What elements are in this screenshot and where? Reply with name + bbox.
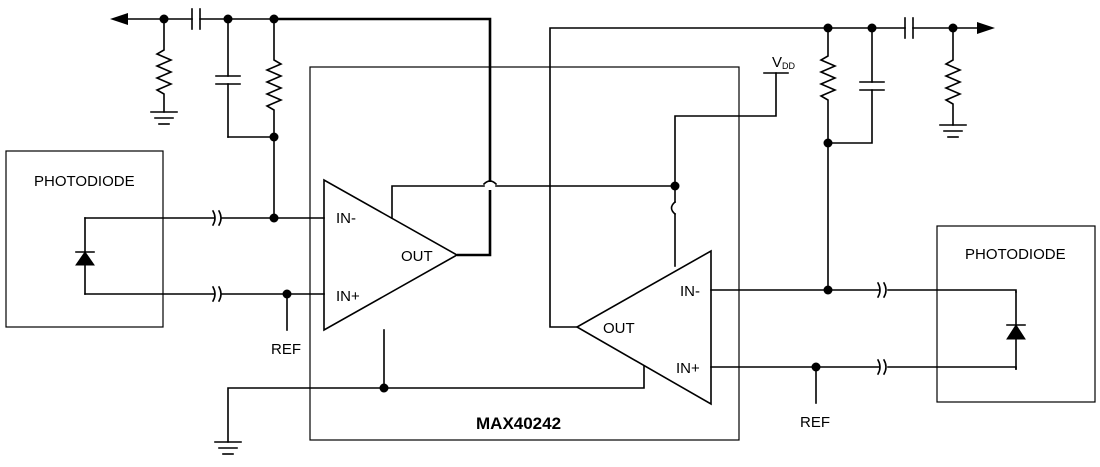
photodiode-label-right: PHOTODIODE (965, 246, 1066, 263)
opamp-right-in-plus: IN+ (676, 360, 700, 377)
left-output-arrow (110, 13, 128, 25)
left-coupling-capacitor (191, 8, 201, 30)
left-in-plus-wire (84, 285, 325, 303)
opamp-left-out: OUT (401, 248, 433, 265)
left-top-ground-icon (150, 111, 178, 125)
photodiode-box-right (936, 225, 1096, 403)
photodiode-box-left (5, 150, 164, 328)
right-output-wire (549, 27, 829, 328)
opamp-right-out: OUT (603, 320, 635, 337)
right-feedback-resistor (818, 27, 838, 144)
left-load-resistor (154, 18, 174, 113)
right-feedback-capacitor (827, 27, 885, 144)
cross-link-wire-a (391, 185, 485, 219)
right-load-resistor (943, 27, 963, 126)
opamp-right-in-minus: IN- (680, 283, 700, 300)
opamp-left-in-plus: IN+ (336, 288, 360, 305)
right-top-ground-icon (939, 124, 967, 138)
left-feedback-resistor (264, 18, 284, 138)
left-ref-label: REF (271, 341, 301, 358)
right-ref-label: REF (800, 414, 830, 431)
photodiode-label-left: PHOTODIODE (34, 173, 135, 190)
chip-outline (309, 66, 740, 441)
photodiode-diode-right (1006, 291, 1026, 370)
right-output-arrow (977, 22, 995, 34)
chip-part-number: MAX40242 (476, 414, 561, 433)
photodiode-diode-left (75, 217, 95, 295)
vdd-wire (674, 72, 777, 187)
left-output-wire (457, 190, 492, 257)
bottom-ground-icon (214, 441, 242, 455)
right-in-plus-wire (710, 358, 1017, 376)
right-in-minus-wire (710, 281, 1017, 299)
opamp-left-in-minus: IN- (336, 210, 356, 227)
left-feedback-capacitor (215, 18, 241, 138)
opamp-left (323, 178, 459, 332)
left-in-minus-wire (84, 209, 325, 227)
vdd-label: VDD (772, 54, 796, 71)
ground-rail-wire (227, 365, 645, 443)
right-coupling-capacitor (904, 17, 914, 39)
